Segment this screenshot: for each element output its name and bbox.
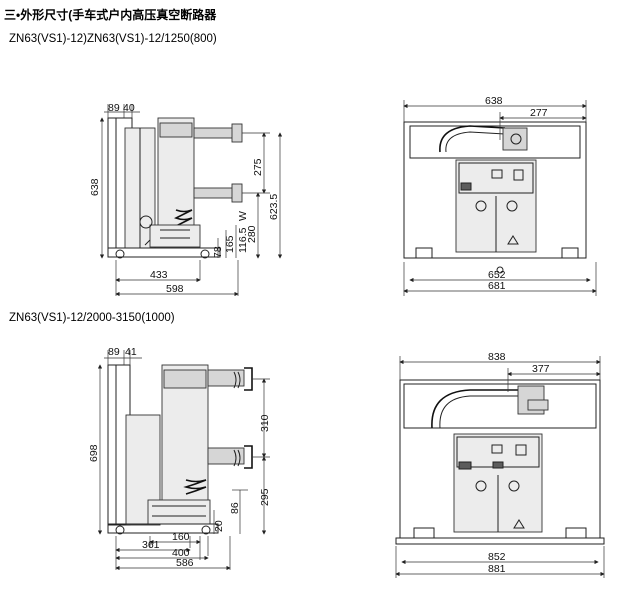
dim-698: 698 bbox=[88, 444, 100, 462]
front-housing bbox=[403, 121, 587, 259]
pole-column-2 bbox=[161, 364, 209, 511]
plug-head bbox=[502, 127, 528, 151]
dim-638-front: 638 bbox=[485, 95, 503, 107]
open-knob bbox=[506, 200, 518, 212]
dim-638: 638 bbox=[89, 178, 101, 196]
base-rail bbox=[107, 247, 221, 258]
dim-838: 838 bbox=[488, 351, 506, 363]
indicator-window-2 bbox=[491, 444, 503, 454]
chassis-box-2 bbox=[147, 499, 211, 525]
dim-681: 681 bbox=[488, 280, 506, 292]
dim-20: 20 bbox=[213, 520, 225, 532]
dim-280: 280 bbox=[246, 225, 258, 243]
lower-arm bbox=[193, 187, 235, 199]
dim-433: 433 bbox=[150, 269, 168, 281]
top-front-view: 638 277 652 681 bbox=[403, 95, 597, 296]
dim-89: 89 bbox=[108, 102, 120, 114]
dim-652: 652 bbox=[488, 269, 506, 281]
dim-852: 852 bbox=[488, 551, 506, 563]
dim-165: 165 bbox=[224, 235, 236, 253]
close-knob-2 bbox=[475, 480, 487, 492]
dim-310: 310 bbox=[259, 414, 271, 432]
upper-arm bbox=[193, 127, 235, 139]
cable-arc bbox=[439, 125, 506, 153]
warning-icon-2 bbox=[513, 519, 525, 529]
dim-623-5: 623.5 bbox=[268, 194, 280, 220]
dim-400: 400 bbox=[172, 547, 190, 559]
counter-window-2 bbox=[515, 444, 527, 456]
spring-2 bbox=[183, 479, 207, 495]
counter-window bbox=[513, 169, 524, 181]
bottom-side-view: 89 41 698 310 295 86 20 160 361 400 586 bbox=[88, 346, 271, 571]
dim-160: 160 bbox=[172, 531, 190, 543]
dim-295: 295 bbox=[259, 488, 271, 506]
indicator-window bbox=[491, 169, 503, 179]
dim-361: 361 bbox=[142, 539, 160, 551]
dim-598: 598 bbox=[166, 283, 184, 295]
dim-377: 377 bbox=[532, 363, 550, 375]
dim-89-b: 89 bbox=[108, 346, 120, 358]
chassis-box bbox=[149, 224, 201, 248]
open-knob-2 bbox=[508, 480, 520, 492]
dim-w: W bbox=[237, 211, 249, 221]
dim-881: 881 bbox=[488, 563, 506, 575]
model-label-top: ZN63(VS1)-12)ZN63(VS1)-12/1250(800) bbox=[9, 33, 217, 45]
dim-116-5: 116.5 bbox=[237, 227, 249, 253]
dim-78: 78 bbox=[212, 246, 224, 258]
top-side-view: 89 40 638 275 623.5 280 165 78 116.5 W 4… bbox=[89, 102, 283, 297]
cable-arc-2 bbox=[431, 389, 520, 429]
bottom-front-view: 838 377 852 881 bbox=[395, 351, 605, 578]
dim-41: 41 bbox=[125, 346, 137, 358]
model-label-bottom: ZN63(VS1)-12/2000-3150(1000) bbox=[9, 312, 175, 324]
page-title: 三•外形尺寸(手车式户内高压真空断路器 bbox=[4, 8, 217, 22]
close-knob bbox=[475, 200, 487, 212]
dim-275: 275 bbox=[252, 158, 264, 176]
dim-40: 40 bbox=[123, 102, 135, 114]
dim-277: 277 bbox=[530, 107, 548, 119]
warning-icon bbox=[507, 235, 519, 245]
dim-586: 586 bbox=[176, 557, 194, 569]
dim-86: 86 bbox=[229, 502, 241, 514]
